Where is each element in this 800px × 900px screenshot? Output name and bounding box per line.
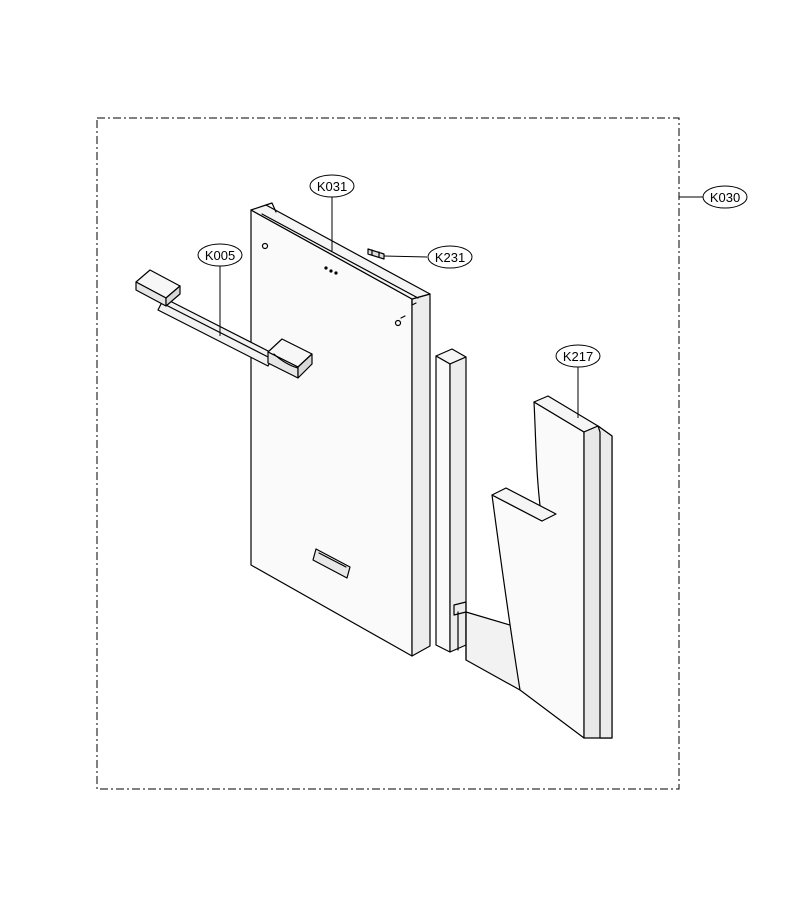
callout-k031-label: K031 xyxy=(317,179,347,194)
part-trim-strip[interactable] xyxy=(435,348,467,653)
callout-k231: K231 xyxy=(383,245,473,269)
callout-k005: K005 xyxy=(197,243,243,336)
part-handle[interactable] xyxy=(135,269,313,379)
callout-k030-label: K030 xyxy=(710,190,740,205)
callout-k031: K031 xyxy=(309,174,355,251)
callout-k217: K217 xyxy=(555,344,601,418)
callout-k231-label: K231 xyxy=(435,250,465,265)
part-foam-block[interactable] xyxy=(465,395,613,739)
assembly-boundary xyxy=(96,117,680,790)
callout-k005-label: K005 xyxy=(205,248,235,263)
part-door-panel[interactable] xyxy=(250,202,431,657)
callout-k030: K030 xyxy=(679,185,748,209)
part-small-bracket[interactable] xyxy=(367,248,385,260)
callout-k217-label: K217 xyxy=(563,349,593,364)
